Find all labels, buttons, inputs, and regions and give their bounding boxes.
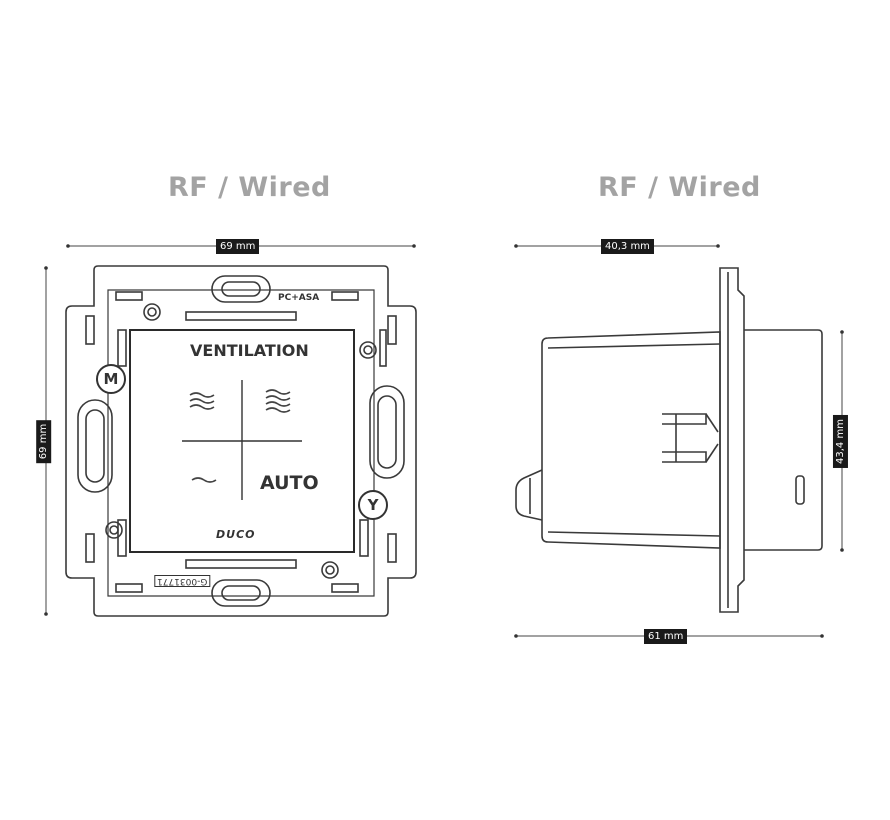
brand-logo: DUCO [216, 528, 256, 541]
depth-label: 40,3 mm [601, 239, 654, 254]
left-height-label: 69 mm [36, 419, 52, 464]
auto-label: AUTO [260, 472, 319, 494]
total-depth-label: 61 mm [644, 629, 688, 644]
fan-speed-3-icon [189, 392, 215, 410]
letter-m-icon: M [96, 364, 126, 394]
fan-speed-1-icon [191, 477, 217, 483]
letter-y-icon: Y [358, 490, 388, 520]
bottom-mark: G-0031771 [154, 575, 211, 587]
side-profile [515, 267, 823, 613]
module-height-label: 43,4 mm [832, 415, 848, 468]
fan-speed-4-icon [265, 389, 291, 413]
left-view-title: RF / Wired [168, 172, 331, 203]
right-view-title: RF / Wired [598, 172, 761, 203]
top-mark: PC+ASA [278, 293, 320, 303]
panel-title: VENTILATION [190, 341, 309, 360]
mounting-frame [65, 265, 417, 617]
left-width-label: 69 mm [216, 239, 260, 254]
